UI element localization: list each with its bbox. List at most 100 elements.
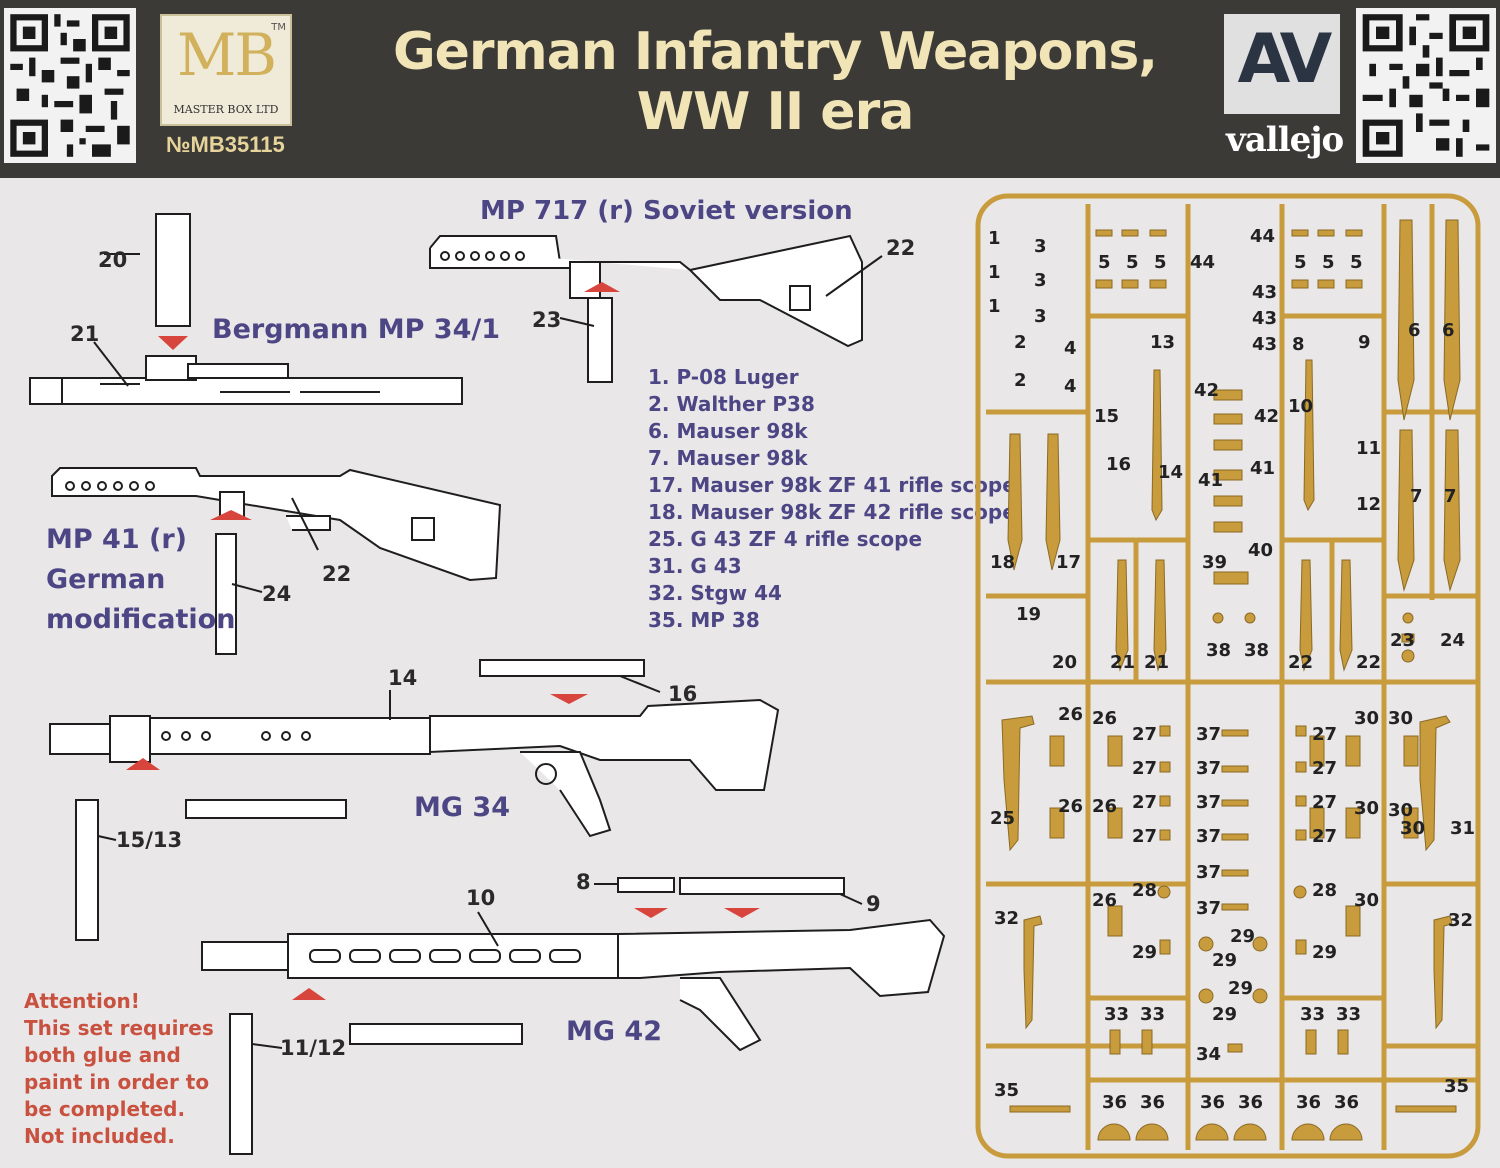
sprue-part-number: 33: [1300, 1004, 1326, 1025]
sprue-part-number: 7: [1444, 486, 1457, 507]
sprue-part-number: 14: [1158, 462, 1184, 483]
legend-item: 6. Mauser 98k: [648, 419, 808, 443]
brand-tm: TM: [271, 22, 286, 33]
sprue-part-number: 31: [1450, 818, 1476, 839]
sprue-part-number: 30: [1388, 708, 1414, 729]
qr-code-icon: [4, 8, 136, 163]
sprue-part-number: 36: [1102, 1092, 1128, 1113]
callout-10: 10: [466, 886, 496, 910]
callout-22: 22: [322, 562, 352, 586]
sprue-part-number: 26: [1092, 796, 1118, 817]
sprue-part-number: 5: [1322, 252, 1335, 273]
page-title: German Infantry Weapons, WW II era: [330, 22, 1220, 142]
attention-line: Attention!: [24, 989, 140, 1013]
sprue-part-number: 29: [1212, 950, 1238, 971]
mp41-line-1: MP 41 (r): [46, 524, 188, 555]
sprue-part-number: 29: [1132, 942, 1158, 963]
sprue-part-number: 1: [988, 228, 1001, 249]
sprue-part-number: 11: [1356, 438, 1382, 459]
sprue-part-number: 37: [1196, 898, 1222, 919]
assembly-arrows: [126, 282, 760, 1000]
sprue-part-number: 12: [1356, 494, 1382, 515]
sprue-part-number: 36: [1200, 1092, 1226, 1113]
attention-line: Not included.: [24, 1124, 175, 1148]
sprue-part-number: 25: [990, 808, 1016, 829]
sprue-part-number: 24: [1440, 630, 1466, 651]
sprue-part-number: 3: [1034, 306, 1047, 327]
sprue-part-number: 35: [994, 1080, 1020, 1101]
sprue-part-number: 36: [1238, 1092, 1264, 1113]
sprue-part-number: 4: [1064, 338, 1077, 359]
sprue-part-number: 19: [1016, 604, 1042, 625]
legend-item: 7. Mauser 98k: [648, 446, 808, 470]
sprue-part-number: 38: [1244, 640, 1270, 661]
photo-etch-sprue: [975, 193, 1481, 1159]
sprue-part-number: 18: [990, 552, 1016, 573]
header-band: MB TM MASTER BOX LTD №MB35115 German Inf…: [0, 0, 1500, 178]
parts-legend: 1. P-08 Luger 2. Walther P38 6. Mauser 9…: [648, 364, 1016, 634]
weapon-name-mp717: MP 717 (r) Soviet version: [480, 196, 853, 226]
sprue-part-number: 43: [1252, 308, 1278, 329]
attention-line: both glue and: [24, 1043, 181, 1067]
sprue-part-number: 27: [1312, 724, 1338, 745]
sprue-part-number: 6: [1408, 320, 1421, 341]
sprue-part-number: 16: [1106, 454, 1132, 475]
legend-item: 1. P-08 Luger: [648, 365, 799, 389]
etched-parts: [1001, 219, 1461, 1141]
weapon-name-mp41: MP 41 (r) German modification: [46, 520, 235, 640]
sprue-part-number: 13: [1150, 332, 1176, 353]
mp41-drawing: [51, 467, 502, 655]
legend-item: 17. Mauser 98k ZF 41 rifle scope: [648, 473, 1016, 497]
callout-11-12: 11/12: [280, 1036, 347, 1060]
attention-note: Attention! This set requires both glue a…: [24, 988, 214, 1150]
brand-letters: MB: [176, 21, 277, 89]
sprue-part-number: 37: [1196, 792, 1222, 813]
sprue-part-number: 9: [1358, 332, 1371, 353]
sprue-part-number: 27: [1132, 724, 1158, 745]
sprue-part-number: 27: [1312, 792, 1338, 813]
sprue-part-number: 30: [1400, 818, 1426, 839]
sprue-part-number: 37: [1196, 758, 1222, 779]
sprue-part-number: 33: [1336, 1004, 1362, 1025]
sprue-part-number: 29: [1228, 978, 1254, 999]
sprue-part-number: 43: [1252, 282, 1278, 303]
callout-23: 23: [532, 308, 562, 332]
sprue-part-number: 37: [1196, 724, 1222, 745]
title-line-2: WW II era: [636, 82, 915, 142]
sprue-part-number: 29: [1230, 926, 1256, 947]
callout-21: 21: [70, 322, 100, 346]
sprue-part-number: 37: [1196, 826, 1222, 847]
sprue-part-number: 5: [1350, 252, 1363, 273]
qr-code-icon: [1356, 8, 1496, 163]
sprue-part-number: 5: [1098, 252, 1111, 273]
legend-item: 31. G 43: [648, 554, 742, 578]
callout-22: 22: [886, 236, 916, 260]
callout-16: 16: [668, 682, 698, 706]
sprue-part-number: 27: [1312, 826, 1338, 847]
sprue-part-number: 40: [1248, 540, 1274, 561]
callout-24: 24: [262, 582, 292, 606]
sprue-part-number: 32: [1448, 910, 1474, 931]
sprue-part-number: 10: [1288, 396, 1314, 417]
sprue-part-number: 23: [1390, 630, 1416, 651]
vallejo-av-logo: AV: [1224, 14, 1340, 114]
sprue-part-number: 43: [1252, 334, 1278, 355]
sprue-part-number: 36: [1296, 1092, 1322, 1113]
sprue-part-number: 36: [1140, 1092, 1166, 1113]
legend-item: 25. G 43 ZF 4 rifle scope: [648, 527, 923, 551]
attention-line: This set requires: [24, 1016, 214, 1040]
partner-name: vallejo: [1226, 120, 1344, 160]
sprue-part-number: 26: [1092, 890, 1118, 911]
sprue-part-number: 26: [1058, 796, 1084, 817]
sprue-part-number: 30: [1388, 800, 1414, 821]
weapon-name-mg42: MG 42: [566, 1016, 663, 1047]
legend-item: 35. MP 38: [648, 608, 760, 632]
sprue-part-number: 30: [1354, 708, 1380, 729]
sprue-part-number: 29: [1212, 1004, 1238, 1025]
sprue-part-number: 3: [1034, 236, 1047, 257]
weapon-line-drawings: [29, 213, 946, 1155]
sprue-part-number: 42: [1194, 380, 1220, 401]
sprue-part-number: 22: [1288, 652, 1314, 673]
sprue-part-number: 17: [1056, 552, 1082, 573]
sprue-part-number: 33: [1104, 1004, 1130, 1025]
